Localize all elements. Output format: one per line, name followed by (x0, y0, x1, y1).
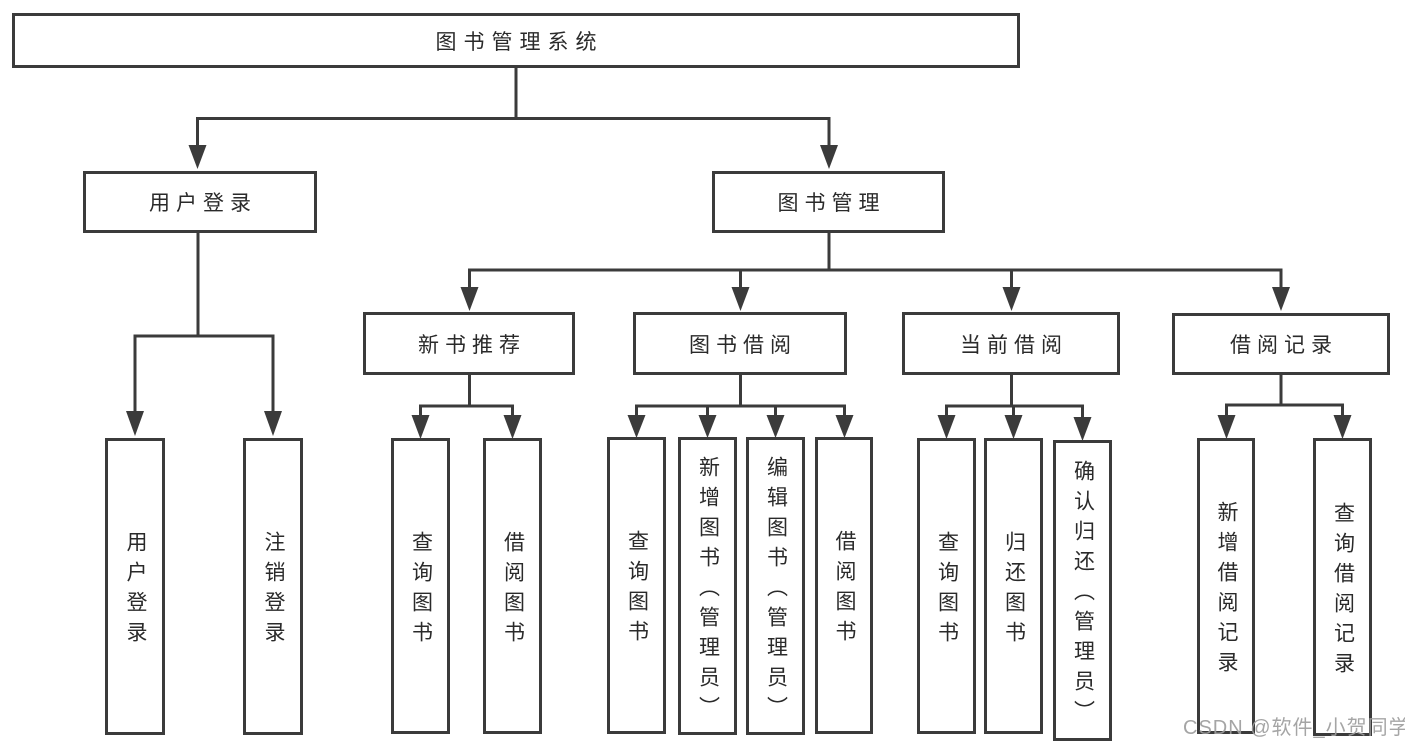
node-book-borrowing: 图书借阅 (633, 312, 847, 375)
node-current-borrowing: 当前借阅 (902, 312, 1120, 375)
arrow-down-icon (264, 411, 282, 436)
arrow-down-icon (188, 145, 207, 169)
arrow-down-icon (1073, 417, 1092, 441)
leaf-borrowing-borrow-books: 借阅图书 (815, 437, 873, 734)
arrow-down-icon (1217, 415, 1236, 439)
arrow-down-icon (820, 145, 838, 169)
arrow-down-icon (1272, 287, 1290, 311)
arrow-down-icon (627, 415, 646, 438)
watermark: CSDN @软件_小贺同学 (1183, 717, 1405, 739)
arrow-down-icon (126, 411, 144, 436)
arrow-down-icon (766, 415, 785, 438)
node-book-management: 图书管理 (712, 171, 945, 233)
arrow-down-icon (835, 415, 854, 438)
node-user-login: 用户登录 (83, 171, 317, 233)
leaf-current-return-books: 归还图书 (984, 438, 1043, 734)
arrow-down-icon (1002, 287, 1021, 311)
arrow-down-icon (1004, 415, 1023, 439)
arrow-down-icon (503, 415, 522, 439)
node-root: 图书管理系统 (12, 13, 1020, 68)
arrow-down-icon (1333, 415, 1352, 439)
leaf-current-query-books: 查询图书 (917, 438, 976, 734)
arrow-down-icon (460, 287, 479, 311)
leaf-user-login: 用户登录 (105, 438, 165, 735)
node-new-book-recommend: 新书推荐 (363, 312, 575, 375)
leaf-recommend-borrow-books: 借阅图书 (483, 438, 542, 734)
arrow-down-icon (937, 415, 956, 439)
leaf-current-confirm-return-admin: 确认归还（管理员） (1053, 440, 1112, 741)
leaf-records-add-record: 新增借阅记录 (1197, 438, 1255, 734)
arrow-down-icon (411, 415, 430, 439)
arrow-down-icon (698, 415, 717, 438)
arrow-down-icon (731, 287, 750, 311)
leaf-borrowing-query-books: 查询图书 (607, 437, 666, 734)
leaf-recommend-query-books: 查询图书 (391, 438, 450, 734)
leaf-borrowing-edit-books-admin: 编辑图书（管理员） (746, 437, 805, 735)
node-borrowing-records: 借阅记录 (1172, 313, 1390, 375)
leaf-logout: 注销登录 (243, 438, 303, 735)
leaf-records-query-record: 查询借阅记录 (1313, 438, 1372, 736)
leaf-borrowing-add-books-admin: 新增图书（管理员） (678, 437, 737, 735)
